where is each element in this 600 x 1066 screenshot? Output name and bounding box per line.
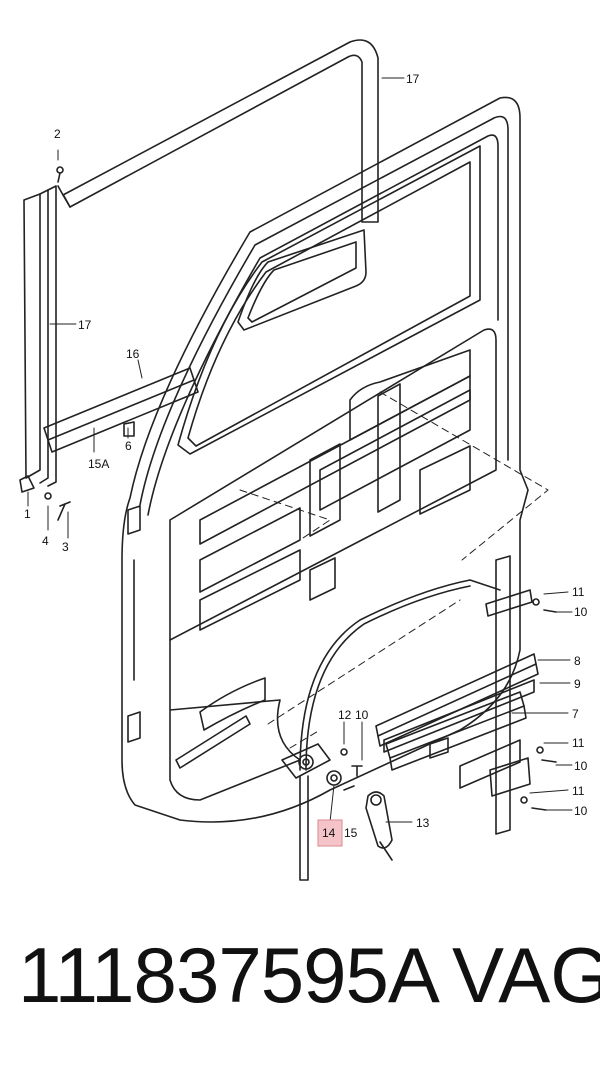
callout-10c: 10 <box>574 804 588 818</box>
footer: 111837595A VAG <box>0 930 600 1040</box>
regulator-cable <box>299 579 501 771</box>
callout-12: 13 <box>416 816 430 830</box>
crank-handle <box>365 791 393 861</box>
callout-10b: 10 <box>574 759 588 773</box>
door-hinges <box>127 505 141 743</box>
callout-14: 15 <box>344 826 358 840</box>
callout-11a: 11 <box>572 585 585 599</box>
highlight-box-13 <box>317 819 343 847</box>
regulator-reference-lines <box>239 391 549 749</box>
callout-8: 8 <box>574 654 581 668</box>
callout-10d: 10 <box>355 708 369 722</box>
guide-rails <box>375 653 539 753</box>
window-guide-channel <box>19 185 57 493</box>
callout-13: 14 <box>322 826 336 840</box>
door-frame <box>121 96 529 823</box>
window-seal-outer <box>57 39 379 223</box>
regulator-rail <box>485 555 533 835</box>
callout-15A: 16 <box>126 347 140 361</box>
lift-channel <box>385 691 527 789</box>
callout-7: 7 <box>572 707 579 721</box>
callout-11c: 11 <box>572 784 585 798</box>
callout-15: 15A <box>88 457 109 471</box>
callout-4: 4 <box>42 534 49 548</box>
callout-10a: 10 <box>574 605 588 619</box>
callout-16: 17 <box>406 72 420 86</box>
callout-2: 2 <box>54 127 61 141</box>
screws <box>44 166 557 811</box>
callout-1: 1 <box>24 507 31 521</box>
part-number: 111837595A <box>18 931 440 1019</box>
leader-lines <box>27 77 573 823</box>
callout-9: 9 <box>574 677 581 691</box>
door-inner-panel <box>169 328 497 801</box>
callout-6: 6 <box>125 439 132 453</box>
callout-11b: 11 <box>572 736 585 750</box>
callout-3: 3 <box>62 540 69 554</box>
callout-11d: 12 <box>338 708 352 722</box>
callout-17: 17 <box>78 318 92 332</box>
window-crank-assembly <box>281 743 342 881</box>
window-strip-lower <box>43 367 199 453</box>
brand-name: VAG <box>452 931 600 1019</box>
door-exploded-diagram: 17 2 17 16 6 15A 1 4 3 11 10 8 9 7 11 10… <box>19 39 588 881</box>
